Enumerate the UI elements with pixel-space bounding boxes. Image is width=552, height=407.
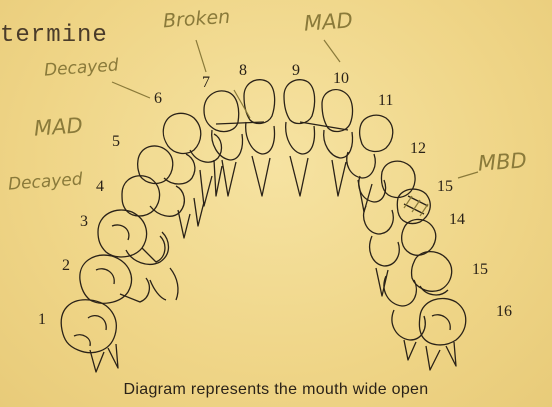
leader-broken-tick	[234, 90, 250, 118]
leader-broken-7	[196, 40, 206, 72]
tooth-number-12: 12	[410, 140, 426, 158]
leader-mbd-15	[458, 172, 478, 178]
tooth-number-15: 15	[472, 261, 488, 279]
tooth-number-13: 15	[437, 178, 453, 196]
annotation-mbd-15: MBD	[477, 148, 527, 175]
leader-decayed-6	[112, 82, 150, 98]
tooth-15	[412, 252, 452, 292]
tooth-number-9: 9	[292, 62, 300, 80]
tooth-5	[138, 146, 173, 184]
tooth-number-16: 16	[496, 303, 512, 321]
tooth-3	[98, 210, 147, 257]
tooth-13	[397, 189, 430, 223]
annotation-mad-5: MAD	[33, 113, 83, 140]
leader-mad-10	[324, 40, 340, 62]
tooth-number-10: 10	[333, 70, 349, 88]
tooth-number-1: 1	[38, 311, 46, 329]
tooth-number-3: 3	[80, 213, 88, 231]
tooth-16-root	[426, 342, 456, 370]
tooth-number-2: 2	[62, 257, 70, 275]
tooth-8	[244, 80, 275, 124]
tooth-1-root	[90, 344, 118, 372]
tooth-number-8: 8	[239, 62, 247, 80]
tooth-number-7: 7	[202, 74, 210, 92]
tooth-16	[419, 298, 465, 344]
tooth-14	[402, 219, 436, 255]
tooth-number-4: 4	[96, 178, 104, 196]
tooth-10	[322, 90, 352, 132]
tooth-6	[163, 113, 201, 153]
tooth-1	[61, 300, 116, 353]
tooth-number-6: 6	[154, 90, 162, 108]
tooth-number-5: 5	[112, 133, 120, 151]
annotation-mad-top: MAD	[303, 8, 353, 35]
tooth-7	[204, 91, 239, 132]
tooth-number-11: 11	[378, 92, 393, 110]
annotation-broken: Broken	[162, 6, 231, 33]
tooth-12	[381, 161, 415, 197]
tooth-number-14: 14	[449, 211, 465, 229]
diagram-caption: Diagram represents the mouth wide open	[0, 381, 552, 399]
tooth-11	[360, 115, 393, 151]
tooth-9	[284, 80, 315, 124]
